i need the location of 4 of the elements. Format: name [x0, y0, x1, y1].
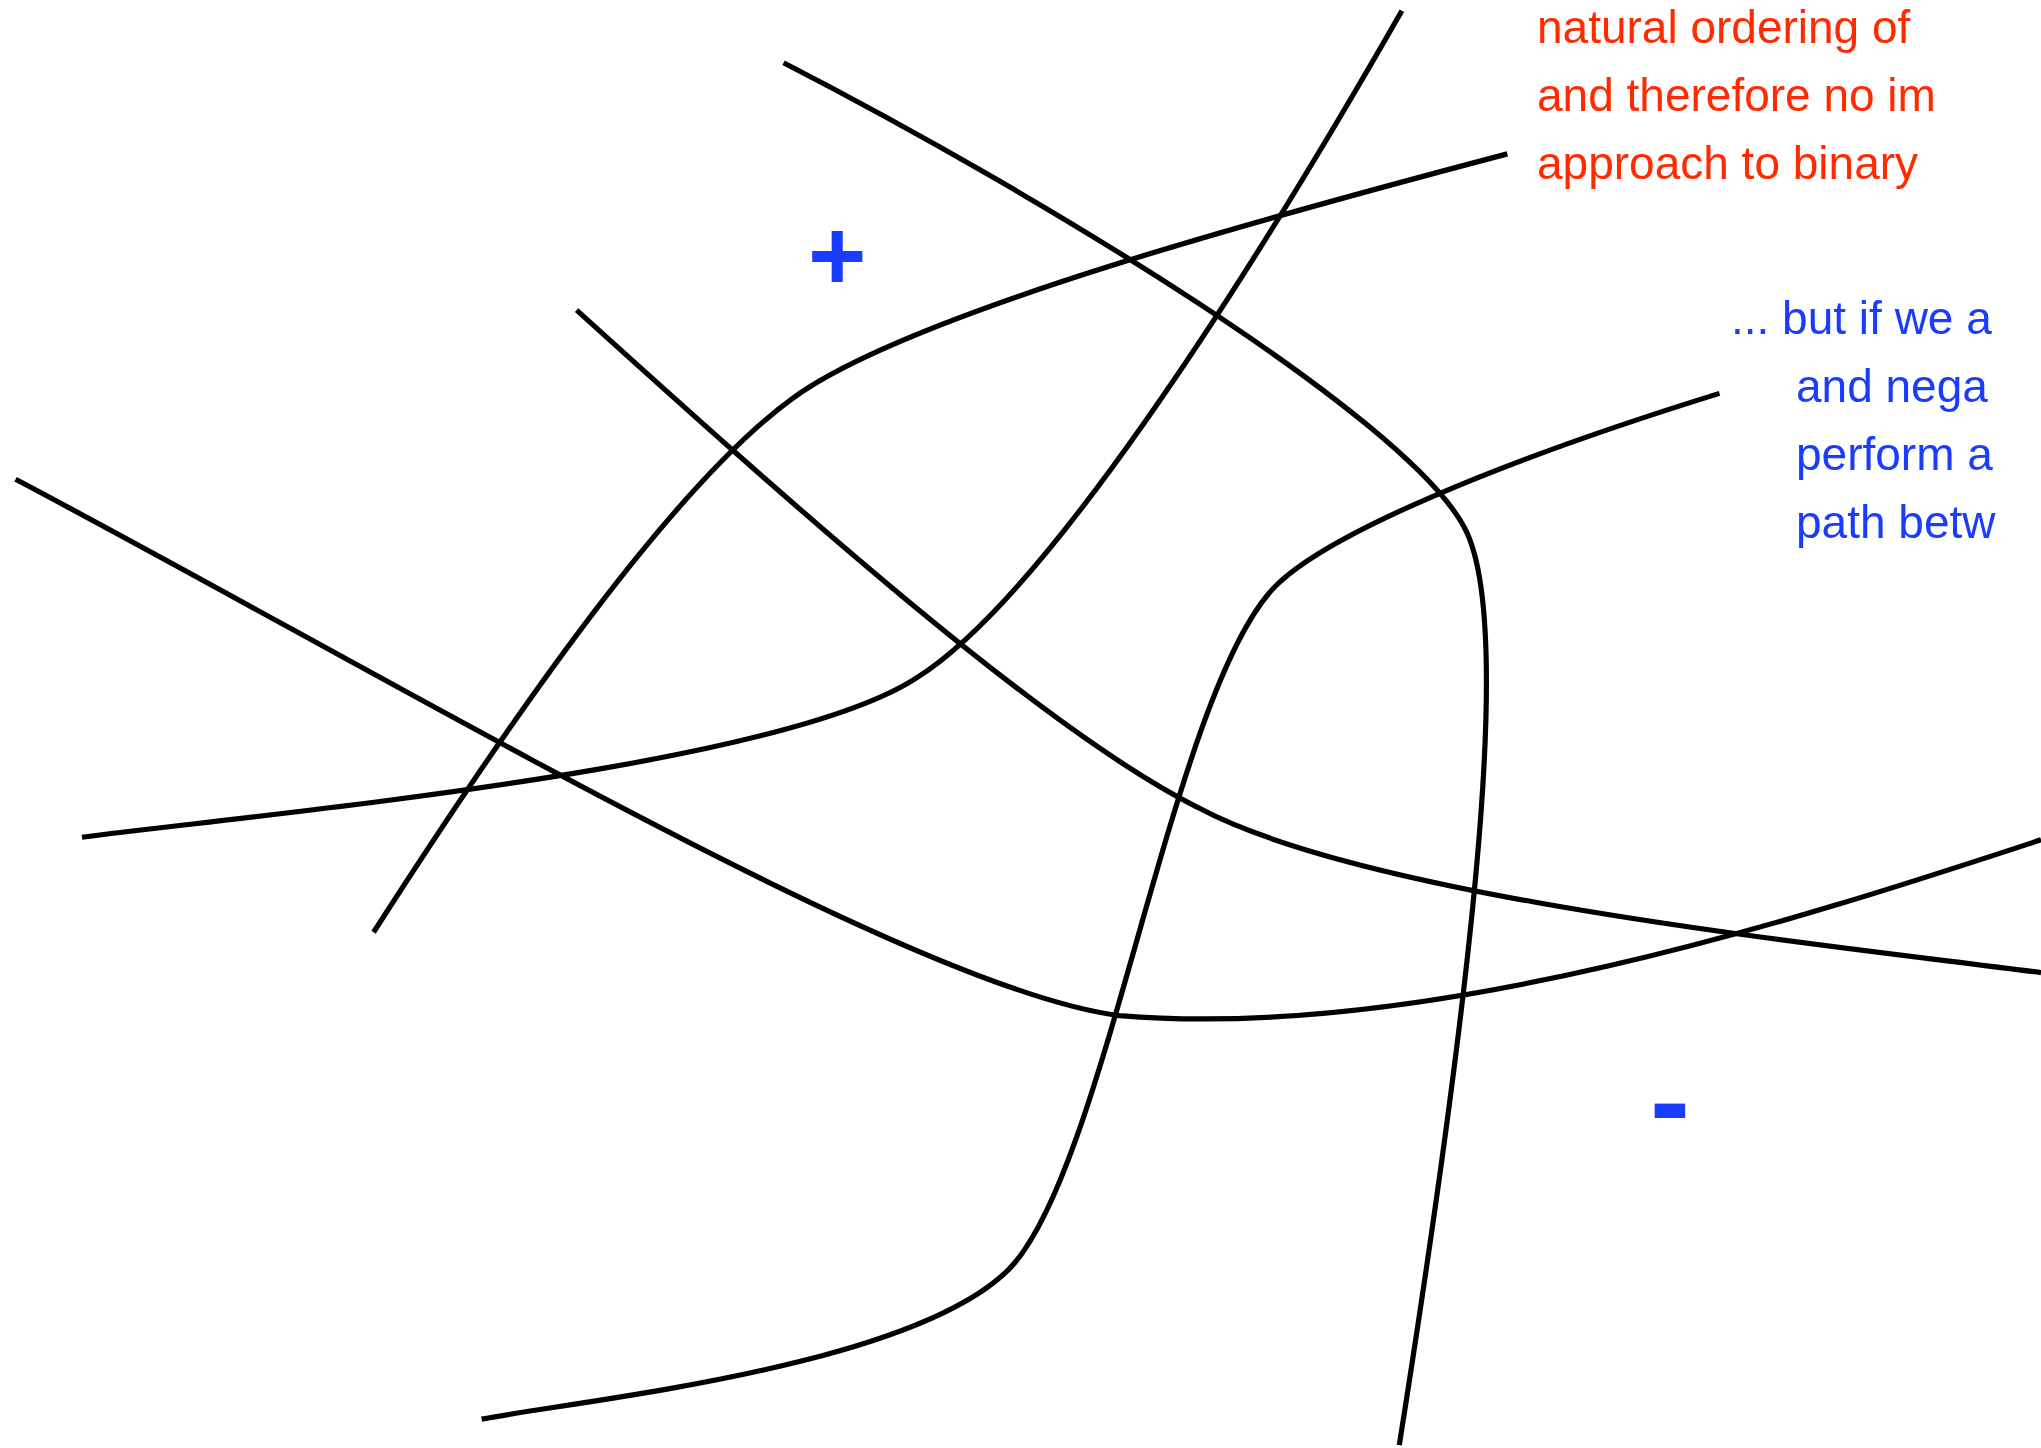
note-text: and therefore no im [1537, 72, 1936, 118]
note-text: ... but if we a [1731, 295, 1992, 341]
plus-sign: + [808, 205, 867, 305]
minus-sign: - [1650, 1040, 1690, 1160]
